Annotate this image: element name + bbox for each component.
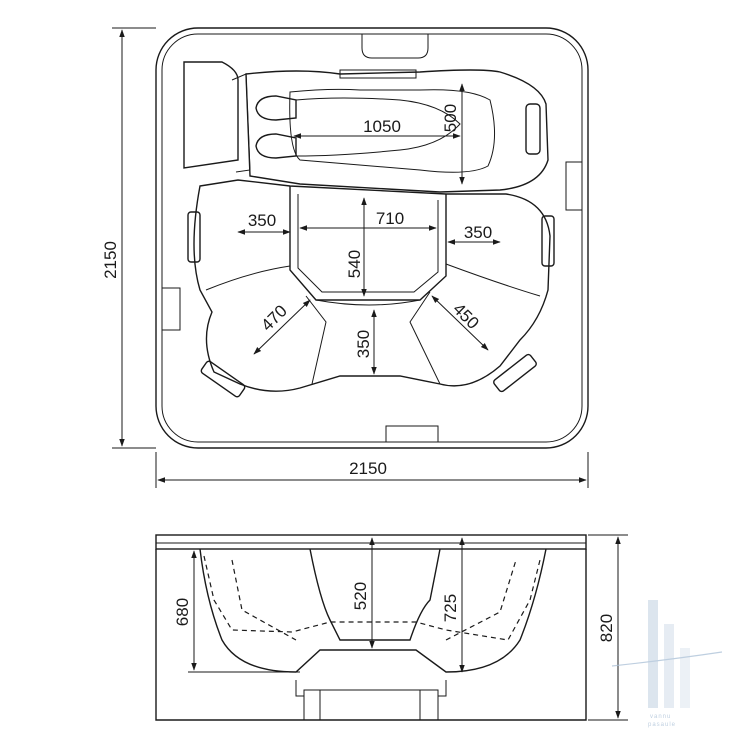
dim-lounger-width: 500 <box>441 104 460 132</box>
dim-seat-bottom: 350 <box>354 330 373 358</box>
watermark-bar-2 <box>664 624 674 708</box>
figure-leg-lower <box>255 133 297 159</box>
side-profile-solid <box>199 548 547 673</box>
figure-leg-upper <box>255 95 297 121</box>
pillow-lower-right <box>493 353 537 393</box>
left-fitting <box>162 287 181 331</box>
top-fitting <box>361 34 429 59</box>
lounger-head-block <box>183 61 239 169</box>
seat-divider-right <box>445 263 541 297</box>
side-profile-dashed <box>203 555 541 641</box>
watermark-tagline: pasaule <box>648 722 676 728</box>
plan-view: 2150 2150 1050 500 350 710 350 540 470 3… <box>101 27 589 488</box>
side-view: 680 520 725 820 <box>155 534 628 721</box>
lounger-pillow <box>525 103 541 155</box>
right-fitting <box>565 161 582 211</box>
tub-outline <box>155 27 589 449</box>
watermark: vannu pasaule <box>611 600 723 728</box>
bottom-fitting <box>385 425 439 442</box>
seat-divider-lower-right <box>409 291 441 385</box>
dim-line-seat-lower-right <box>431 295 489 351</box>
dim-seat-lower-left: 470 <box>257 301 290 334</box>
dim-seat-height: 680 <box>173 598 192 626</box>
dim-overall-width: 2150 <box>349 459 387 478</box>
seat-divider-lower-left <box>305 295 327 385</box>
dim-center-width: 710 <box>376 209 404 228</box>
side-base <box>295 680 447 720</box>
pillow-left <box>187 211 201 263</box>
center-footwell <box>289 186 447 301</box>
seat-bottom-edge <box>315 299 421 306</box>
lounger-inner <box>289 88 496 173</box>
side-profile-dashed-2 <box>231 559 517 641</box>
lounger-body <box>245 69 549 193</box>
dim-deep-height: 725 <box>441 594 460 622</box>
watermark-wave-icon <box>611 651 723 667</box>
dim-seat-right: 350 <box>464 223 492 242</box>
side-rim <box>155 534 587 550</box>
watermark-brand: vannu <box>650 714 671 720</box>
watermark-bar-3 <box>680 648 690 708</box>
dim-seat-lower-right: 450 <box>449 299 482 332</box>
dim-overall-height: 2150 <box>101 241 120 279</box>
dim-seat-left: 350 <box>248 211 276 230</box>
dim-total-height: 820 <box>597 614 616 642</box>
dim-lounger-length: 1050 <box>363 117 401 136</box>
lounger-top-tab <box>339 69 417 79</box>
dim-line-seat-lower-left <box>253 299 311 355</box>
dim-center-height: 520 <box>351 582 370 610</box>
side-pedestal <box>303 689 439 721</box>
pillow-right <box>541 215 555 267</box>
center-footwell-inner <box>297 194 439 293</box>
watermark-bar-1 <box>648 600 658 708</box>
seat-divider-left <box>205 265 291 291</box>
tub-rim-inner <box>161 33 583 443</box>
dim-center-depth: 540 <box>345 250 364 278</box>
side-profile-center <box>309 548 441 641</box>
pillow-lower-left <box>200 360 246 398</box>
